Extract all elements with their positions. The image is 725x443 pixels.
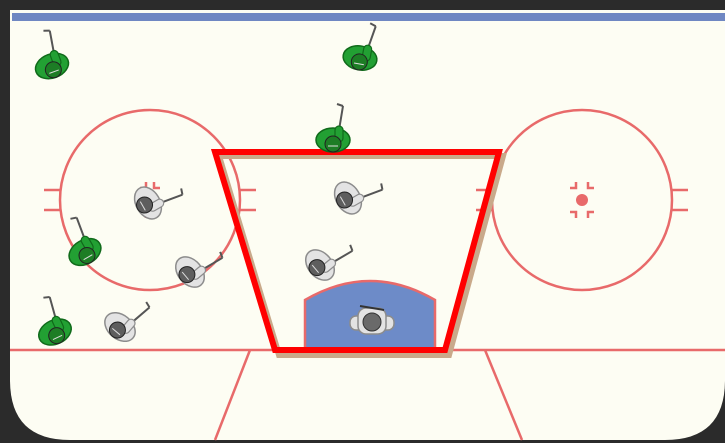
right-faceoff-dot	[576, 194, 588, 206]
ice-surface	[10, 10, 725, 440]
blue-line	[12, 13, 725, 21]
